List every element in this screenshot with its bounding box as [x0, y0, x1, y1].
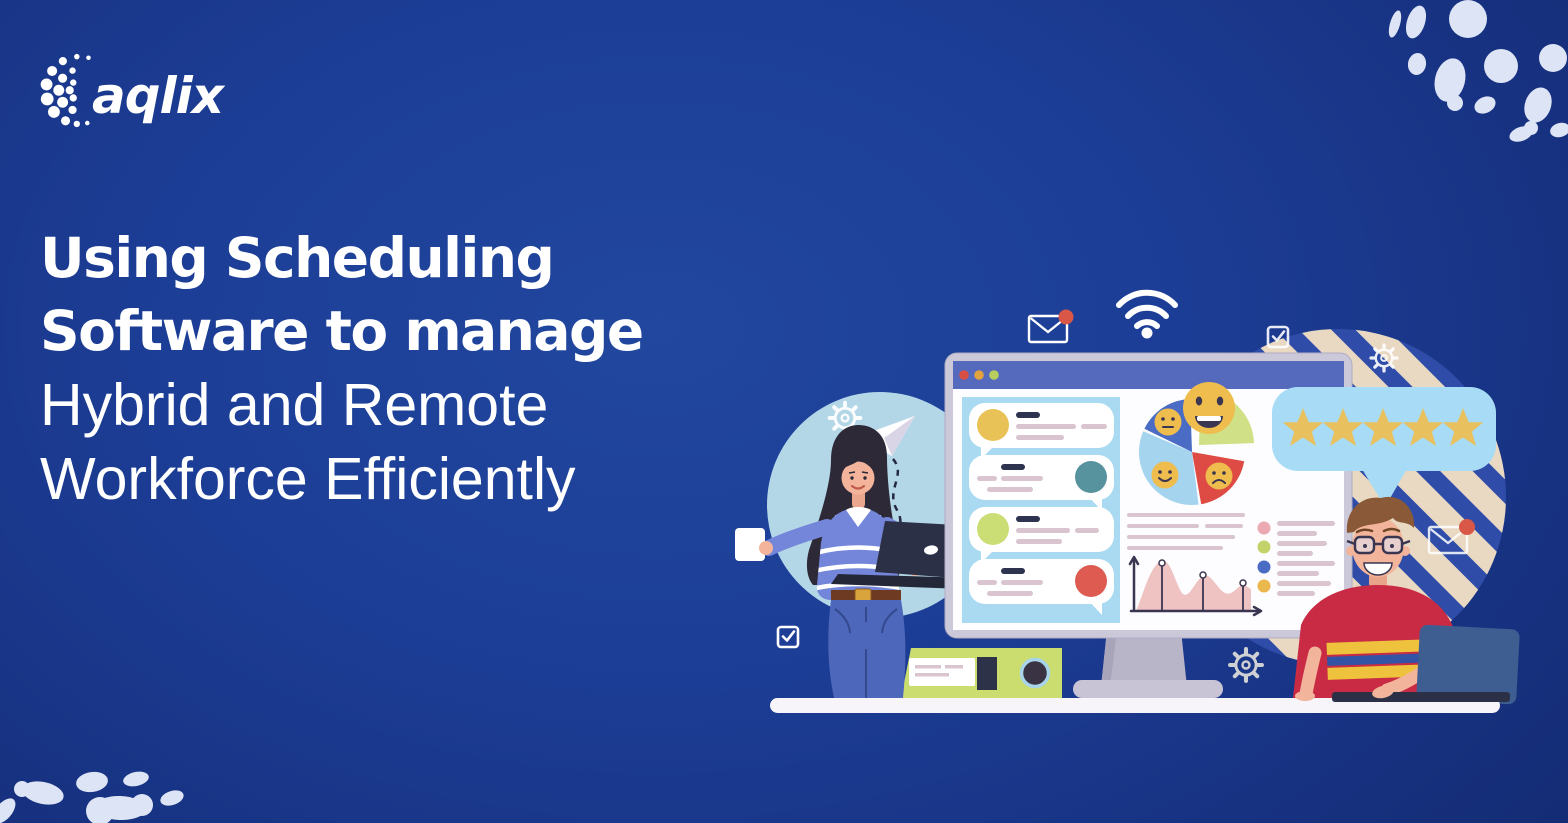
window-dot [959, 370, 969, 380]
chat-bubble [969, 403, 1114, 459]
window-dot [974, 370, 984, 380]
title-line-4: Workforce Efficiently [40, 446, 576, 512]
corner-decoration-top-right [1388, 0, 1568, 142]
gear-icon [1230, 649, 1262, 681]
email-icon [1027, 309, 1074, 344]
notification-dot [1459, 519, 1475, 535]
laptop-keyboard [1332, 692, 1510, 702]
checkbox-icon [776, 625, 800, 649]
corner-decoration-bottom-left [0, 771, 184, 823]
avatar [977, 409, 1009, 441]
page-title: Using Scheduling Software to manage Hybr… [40, 222, 644, 516]
title-line-1: Using Scheduling [40, 226, 555, 290]
legend-dot [1257, 540, 1271, 554]
star-rating-bubble [1272, 387, 1496, 507]
mood-pie-chart [1138, 382, 1254, 506]
woman-figure [735, 425, 975, 698]
coffee-mug [735, 528, 765, 561]
avatar [1075, 461, 1107, 493]
happy-emoji-icon [1183, 382, 1235, 434]
brand-logo: aqlix [36, 44, 224, 142]
window-dot [989, 370, 999, 380]
legend-dot [1257, 521, 1271, 535]
window-title-bar [953, 361, 1344, 389]
avatar [977, 513, 1009, 545]
area-chart [1128, 555, 1263, 617]
smiling-emoji-icon [1151, 461, 1179, 489]
man-hair [1346, 496, 1415, 533]
avatar [1075, 565, 1107, 597]
chat-bubble [969, 559, 1114, 615]
printer-device [901, 648, 1062, 698]
monitor-stand [1073, 630, 1223, 698]
sad-emoji-icon [1205, 462, 1233, 490]
text-lines [1127, 513, 1245, 550]
email-icon [1427, 519, 1475, 555]
legend-dot [1257, 579, 1271, 593]
legend-dot [1257, 560, 1271, 574]
desk [770, 698, 1500, 713]
brand-logo-text: aqlix [92, 67, 224, 125]
title-line-3: Hybrid and Remote [40, 372, 549, 438]
chat-bubble [969, 455, 1114, 511]
workforce-illustration [735, 289, 1520, 713]
notification-dot [1058, 309, 1074, 325]
wifi-icon [1116, 289, 1178, 339]
title-line-2: Software to manage [40, 299, 644, 363]
man-laptop [1416, 624, 1520, 705]
chart-legend [1257, 521, 1335, 596]
chat-bubble [969, 507, 1114, 563]
man-figure [1293, 496, 1520, 705]
chat-panel [962, 397, 1120, 623]
brand-logo-globe-icon [40, 53, 91, 128]
neutral-emoji-icon [1154, 408, 1182, 436]
